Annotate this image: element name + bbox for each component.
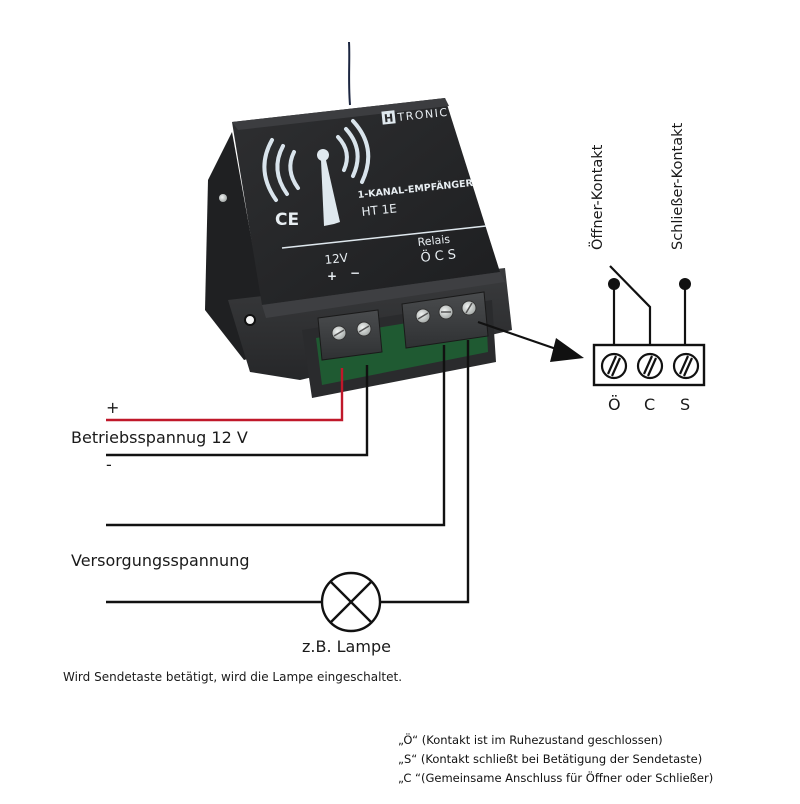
supply-label: Versorgungsspannung <box>71 551 250 570</box>
power-label: 12V <box>324 251 350 267</box>
power-plus-label: + <box>327 269 337 283</box>
closer-contact-label: Schließer-Kontakt <box>670 122 686 250</box>
minus-label: - <box>106 455 112 474</box>
terminal-label-s: S <box>680 395 691 414</box>
supply-wire-common <box>106 345 446 527</box>
pointer-arrow-icon <box>477 320 584 362</box>
model-label: HT 1E <box>361 201 398 219</box>
antenna-icon <box>317 149 340 226</box>
legend-item-c: „C “(Gemeinsame Anschluss für Öffner ode… <box>398 771 714 785</box>
closer-contact-dot <box>679 278 691 290</box>
case-top-edge <box>232 98 449 130</box>
svg-text:TRONIC: TRONIC <box>396 106 449 124</box>
power-terminal-block <box>317 309 383 361</box>
terminal-label-c: C <box>644 395 656 414</box>
legend-item-o: „Ö“ (Kontakt ist im Ruhezustand geschlos… <box>398 733 663 747</box>
terminal-legend: „Ö“ (Kontakt ist im Ruhezustand geschlos… <box>398 731 713 788</box>
case-top <box>232 98 500 305</box>
plus-label: + <box>106 398 120 417</box>
brand-logo: H TRONIC <box>381 106 449 125</box>
negative-wire <box>106 365 369 457</box>
supply-wire-switched <box>381 340 470 604</box>
svg-text:H: H <box>383 111 394 125</box>
power-minus-label: − <box>350 266 360 280</box>
caption: Wird Sendetaste betätigt, wird die Lampe… <box>63 670 403 684</box>
terminal-screw-icon <box>600 352 700 380</box>
radio-waves-icon <box>262 119 371 202</box>
legend-item-s: „S“ (Kontakt schließt bei Betätigung der… <box>398 752 703 766</box>
common-switch-arm <box>609 265 652 345</box>
flange-screw <box>219 194 227 202</box>
panel-divider <box>281 225 487 249</box>
antenna-wire <box>348 41 351 106</box>
lamp-symbol-icon <box>320 571 382 633</box>
receiver-device: CE H TRONIC 1-KANAL-EMPFÄNGER HT 1E 12V … <box>205 98 512 398</box>
terminal-label-o: Ö <box>608 395 621 414</box>
supply-12v-label: Betriebsspannug 12 V <box>71 428 248 447</box>
lamp-label: z.B. Lampe <box>302 637 391 656</box>
case-front-edge <box>262 272 505 318</box>
relay-pins-label: ÖCS <box>420 245 461 266</box>
positive-wire <box>106 368 344 422</box>
relay-contact-schematic <box>592 265 706 387</box>
opener-contact-dot <box>608 278 620 290</box>
ce-mark: CE <box>275 210 299 230</box>
mount-hole <box>244 314 256 326</box>
relay-label: Relais <box>417 233 451 249</box>
opener-contact-label: Öffner-Kontakt <box>590 144 606 250</box>
relay-terminal-block <box>401 291 489 349</box>
